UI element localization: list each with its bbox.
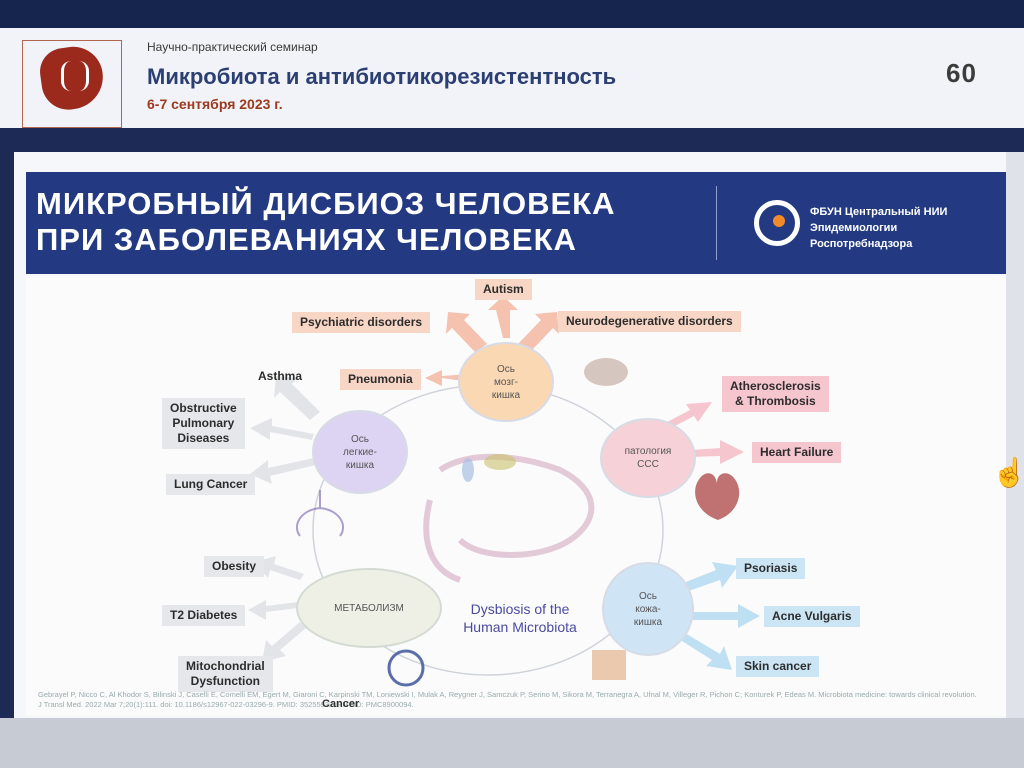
cardiovascular-node: патология ССС (600, 418, 696, 498)
t2-diabetes-label: T2 Diabetes (162, 605, 246, 626)
psychiatric-label: Psychiatric disorders (292, 312, 431, 333)
mitochondrial-label: Mitochondrial Dysfunction (178, 656, 273, 692)
neurodegenerative-label: Neurodegenerative disorders (558, 311, 741, 332)
slide-title: МИКРОБНЫЙ ДИСБИОЗ ЧЕЛОВЕКА ПРИ ЗАБОЛЕВАН… (36, 186, 616, 257)
metabolism-node: МЕТАБОЛИЗМ (296, 568, 442, 648)
references-text: Gebrayel P, Nicco C, Al Khodor S, Bilins… (38, 690, 977, 709)
institution-name: ФБУН Центральный НИИ Эпидемиологии Роспо… (810, 206, 948, 250)
lung-cancer-label: Lung Cancer (166, 474, 256, 495)
lung-gut-axis-node: Ось легкие- кишка (312, 410, 408, 494)
seminar-header (0, 28, 1024, 128)
institution-logo-icon (754, 200, 800, 246)
heart-failure-label: Heart Failure (752, 442, 842, 463)
psoriasis-label: Psoriasis (736, 558, 806, 579)
navy-separator (0, 128, 1024, 154)
asthma-label: Asthma (258, 369, 303, 383)
screen-bottom-strip (0, 718, 1024, 768)
pneumonia-label: Pneumonia (340, 369, 421, 390)
anniversary-badge: 60 (946, 58, 977, 88)
cancer-label: Cancer (322, 698, 360, 710)
atherosclerosis-label: Atherosclerosis & Thrombosis (722, 376, 829, 412)
hand-cursor-icon: ☝ (992, 457, 1024, 488)
seminar-subtitle: Научно-практический семинар (147, 40, 318, 54)
slide-title-bar (26, 172, 1006, 274)
seminar-title: Микробиота и антибиотикорезистентность (147, 64, 617, 89)
autism-label: Autism (475, 279, 532, 300)
screen-right-edge (1006, 152, 1024, 718)
brain-gut-axis-node: Ось мозг- кишка (458, 342, 554, 422)
center-label: Dysbiosis of the Human Microbiota (463, 601, 577, 635)
obesity-label: Obesity (204, 556, 265, 577)
seminar-logo-frame (22, 40, 122, 128)
skin-cancer-label: Skin cancer (736, 656, 820, 677)
copd-label: Obstructive Pulmonary Diseases (162, 398, 245, 449)
acne-label: Acne Vulgaris (764, 606, 860, 627)
monitor-bezel-top (0, 0, 1024, 28)
intestine-logo-lines (61, 61, 89, 91)
seminar-dates: 6-7 сентября 2023 г. (147, 96, 283, 112)
skin-gut-axis-node: Ось кожа- кишка (602, 562, 694, 656)
title-divider (716, 186, 717, 260)
